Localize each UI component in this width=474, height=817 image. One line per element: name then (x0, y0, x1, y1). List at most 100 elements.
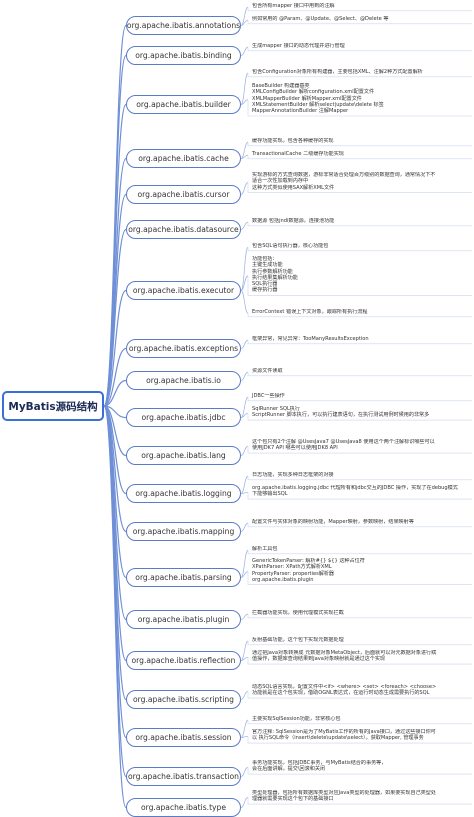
package-note: 包含Configuration对象所有构建器，主要包括XML、注解2种方式配置解… (252, 69, 423, 75)
note-underline (247, 247, 472, 252)
note-connector (240, 412, 249, 418)
note-connector (240, 6, 249, 26)
note-connector (240, 396, 249, 418)
package-note: 缓存功能实现，包含各种缓存的实现 (252, 138, 334, 144)
package-note: SqlRunner SQL执行 ScriptRunner 脚本执行，可以执行建表… (252, 406, 430, 419)
package-node[interactable]: org.apache.ibatis.session (126, 728, 241, 747)
root-connector (103, 379, 127, 407)
package-note: ErrorContext 错误上下文对象，跟踪所有执行流程 (252, 309, 368, 315)
package-node[interactable]: org.apache.ibatis.cache (126, 149, 241, 168)
note-connector (240, 154, 249, 159)
note-underline (247, 523, 472, 528)
package-note: 包含SQL语句执行器，核心功能包 (252, 243, 329, 249)
package-node[interactable]: org.apache.ibatis.datasource (126, 220, 241, 239)
package-note: 数据源 包括jndi数据源，连接池功能 (252, 218, 335, 224)
root-connector (103, 347, 127, 407)
note-underline (247, 7, 472, 12)
note-underline (247, 736, 472, 744)
note-connector (240, 275, 249, 291)
note-connector (240, 491, 249, 494)
note-connector (240, 72, 249, 105)
package-node[interactable]: org.apache.ibatis.annotations (126, 16, 241, 35)
package-node[interactable]: org.apache.ibatis.plugin (126, 610, 241, 629)
note-connector (240, 221, 249, 230)
note-underline (247, 797, 472, 805)
note-underline (247, 476, 472, 481)
package-note: 反射基础功能，这个包下实现元数据处理 (252, 637, 344, 643)
note-underline (247, 73, 472, 78)
package-node[interactable]: org.apache.ibatis.executor (126, 281, 241, 300)
note-underline (247, 20, 472, 25)
package-note: 包含所有mapper 接口中用到的注解 (252, 3, 335, 9)
note-connector (240, 371, 249, 381)
package-node[interactable]: org.apache.ibatis.mapping (126, 522, 241, 541)
note-connector (240, 182, 249, 195)
note-underline (247, 691, 472, 699)
note-connector (240, 445, 249, 456)
note-connector (240, 690, 249, 700)
package-note: 这个包只有2个注解 @UsesJava7 @UsesJava8 使用这个两个注解… (252, 439, 435, 452)
note-underline (247, 571, 472, 585)
note-underline (247, 550, 472, 555)
package-note: 框架异常，常见异常：TooManyResultsException (252, 336, 369, 342)
note-connector (240, 290, 249, 314)
package-node[interactable]: org.apache.ibatis.io (126, 371, 241, 390)
package-note: JDBC一些操作 (252, 393, 285, 399)
note-connector (240, 640, 249, 661)
note-underline (247, 614, 472, 619)
note-underline (247, 275, 472, 296)
package-note: 例如常用的 @Param、@Update、@Select、@Delete 等 (252, 16, 389, 22)
package-note: 解析工具包 (252, 546, 278, 552)
package-note: 生成mapper 接口的动态代理并进行管理 (252, 43, 345, 49)
package-note: 官方注释: SqlSession是为了MyBatis工作的所有的Java接口，通… (252, 729, 436, 742)
package-note: 事务功能实现，包括JDBC事务，与MyBatis结合的事务等， 会在后面讲解，提… (252, 760, 387, 773)
note-underline (247, 340, 472, 345)
package-node[interactable]: org.apache.ibatis.transaction (126, 767, 241, 786)
note-underline (247, 641, 472, 646)
package-node[interactable]: org.apache.ibatis.cursor (126, 185, 241, 204)
note-connector (240, 549, 249, 578)
note-underline (247, 155, 472, 160)
note-connector (240, 735, 249, 738)
package-node[interactable]: org.apache.ibatis.binding (126, 46, 241, 65)
note-underline (247, 222, 472, 227)
root-connector (103, 228, 127, 407)
note-connector (240, 613, 249, 620)
note-connector (240, 796, 249, 808)
package-note: 日志功能，实现多种日志框架的对接 (252, 472, 334, 478)
note-underline (247, 182, 472, 193)
package-note: 实现游标的方式查询数据，游标非常适合处理百万级别的数据查询，通常情况下不 适合一… (252, 172, 436, 191)
note-underline (247, 720, 472, 725)
package-node[interactable]: org.apache.ibatis.exceptions (126, 339, 241, 358)
package-node[interactable]: org.apache.ibatis.parsing (126, 568, 241, 587)
note-underline (247, 313, 472, 318)
note-connector (240, 656, 249, 661)
note-underline (247, 99, 472, 117)
package-note: 动态SQL语言实现，配置文件中<if> <where> <set> <forea… (252, 684, 437, 697)
package-note: 资源文件读取 (252, 368, 283, 374)
package-node[interactable]: org.apache.ibatis.logging (126, 484, 241, 503)
package-note: TransactionalCache 二级缓存功能实现 (252, 151, 344, 157)
note-underline (247, 413, 472, 421)
note-connector (240, 19, 249, 26)
package-node[interactable]: org.apache.ibatis.type (126, 798, 241, 817)
note-connector (240, 475, 249, 494)
package-node[interactable]: org.apache.ibatis.scripting (126, 690, 241, 709)
root-node[interactable]: MyBatis源码结构 (2, 391, 104, 421)
package-node[interactable]: org.apache.ibatis.lang (126, 446, 241, 465)
package-note: 类型处理器，包括所有数据库类型对应Java类型的处理器，如果要实现自己类型处 理… (252, 790, 436, 803)
package-node[interactable]: org.apache.ibatis.jdbc (126, 408, 241, 427)
package-node[interactable]: org.apache.ibatis.builder (126, 95, 241, 114)
note-connector (240, 339, 249, 349)
note-underline (247, 47, 472, 52)
note-underline (247, 142, 472, 147)
root-connector (103, 103, 127, 407)
note-connector (240, 522, 249, 532)
note-connector (240, 766, 249, 777)
note-underline (247, 492, 472, 500)
note-connector (240, 246, 249, 291)
note-underline (247, 767, 472, 775)
package-node[interactable]: org.apache.ibatis.reflection (126, 651, 241, 670)
note-connector (240, 46, 249, 56)
